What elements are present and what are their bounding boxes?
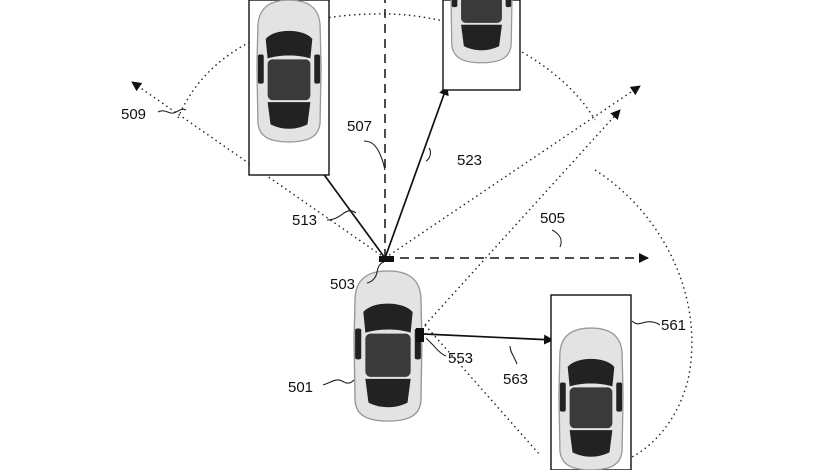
label-509: 509 [121, 106, 146, 123]
left-boundary-line [131, 81, 386, 259]
center-detected-car [442, 0, 521, 91]
lower-range-boundary [424, 324, 541, 456]
label-553: 553 [448, 350, 473, 367]
diagonal-boundary-line-1 [384, 85, 641, 259]
outer-range-arc [177, 13, 596, 121]
label-507: 507 [347, 118, 372, 135]
range-boundary-lines [131, 0, 649, 326]
diagonal-boundary-line-2 [424, 109, 621, 326]
label-505: 505 [540, 210, 565, 227]
right-detected-car [550, 294, 632, 470]
label-563: 563 [503, 371, 528, 388]
front-sensor [379, 256, 394, 262]
vector-to-left-car [316, 164, 386, 259]
ego-vehicle [353, 256, 424, 422]
left-detected-car [248, 0, 330, 176]
side-sensor [416, 328, 424, 342]
label-513: 513 [292, 212, 317, 229]
right-range-arc [594, 169, 693, 469]
detection-vectors [316, 85, 554, 345]
vector-to-center-car [384, 85, 449, 259]
label-leaders [157, 108, 661, 386]
label-523: 523 [457, 152, 482, 169]
reference-labels: 509 507 523 513 505 503 561 553 563 501 [121, 106, 686, 396]
sensor-range-arcs [177, 13, 693, 469]
label-561: 561 [661, 317, 686, 334]
label-501: 501 [288, 379, 313, 396]
label-503: 503 [330, 276, 355, 293]
vector-to-right-car [423, 333, 554, 345]
